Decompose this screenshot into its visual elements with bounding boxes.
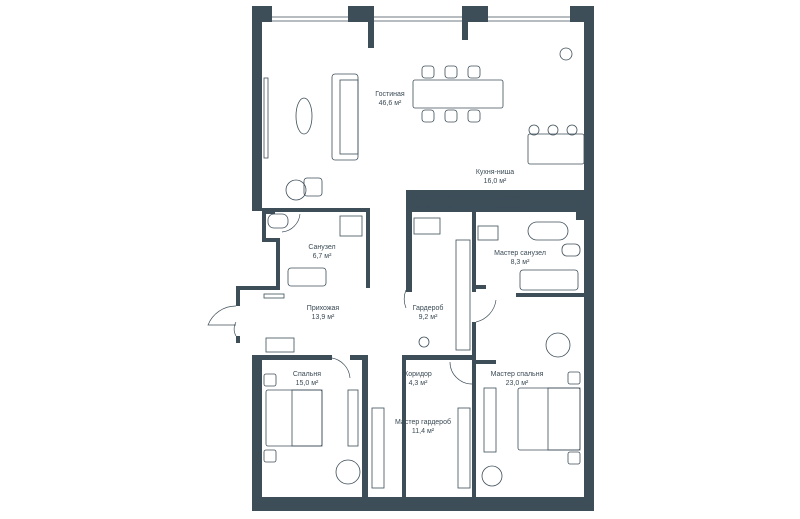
room-name: Прихожая — [306, 305, 340, 312]
windows — [262, 16, 584, 501]
room-label-hallway: Прихожая 13,9 м² — [307, 304, 339, 322]
room-name: Мастер санузел — [494, 250, 546, 257]
room-label-master-wardrobe: Мастер гардероб 11,4 м² — [395, 418, 451, 436]
room-label-living: Гостиная 46,6 м² — [375, 90, 404, 108]
room-label-bathroom: Санузел 6,7 м² — [308, 243, 335, 261]
room-name: Санузел — [308, 244, 336, 251]
room-label-corridor: Коридор 4,3 м² — [404, 370, 432, 388]
furniture — [263, 47, 585, 489]
room-area: 4,3 м² — [408, 380, 428, 387]
room-label-master-bedroom: Мастер спальня 23,0 м² — [491, 370, 544, 388]
room-name: Спальня — [292, 371, 322, 378]
room-name: Мастер спальня — [490, 371, 544, 378]
room-area: 8,3 м² — [510, 259, 530, 266]
room-area: 15,0 м² — [295, 380, 319, 387]
room-name: Гостиная — [375, 91, 405, 98]
room-label-master-bathroom: Мастер санузел 8,3 м² — [494, 249, 546, 267]
room-name: Мастер гардероб — [395, 419, 451, 426]
room-label-kitchen: Кухня-ниша 16,0 м² — [476, 168, 514, 186]
room-label-bedroom: Спальня 15,0 м² — [293, 370, 321, 388]
room-area: 46,6 м² — [378, 100, 402, 107]
room-area: 13,9 м² — [311, 314, 335, 321]
room-label-wardrobe: Гардероб 9,2 м² — [413, 304, 444, 322]
room-area: 16,0 м² — [483, 178, 507, 185]
room-area: 9,2 м² — [418, 314, 438, 321]
room-area: 11,4 м² — [411, 428, 435, 435]
room-area: 6,7 м² — [312, 253, 332, 260]
room-name: Кухня-ниша — [475, 169, 515, 176]
room-name: Гардероб — [412, 305, 444, 312]
doors — [207, 213, 497, 385]
room-area: 23,0 м² — [505, 380, 529, 387]
room-name: Коридор — [404, 371, 432, 378]
walls — [236, 6, 594, 511]
